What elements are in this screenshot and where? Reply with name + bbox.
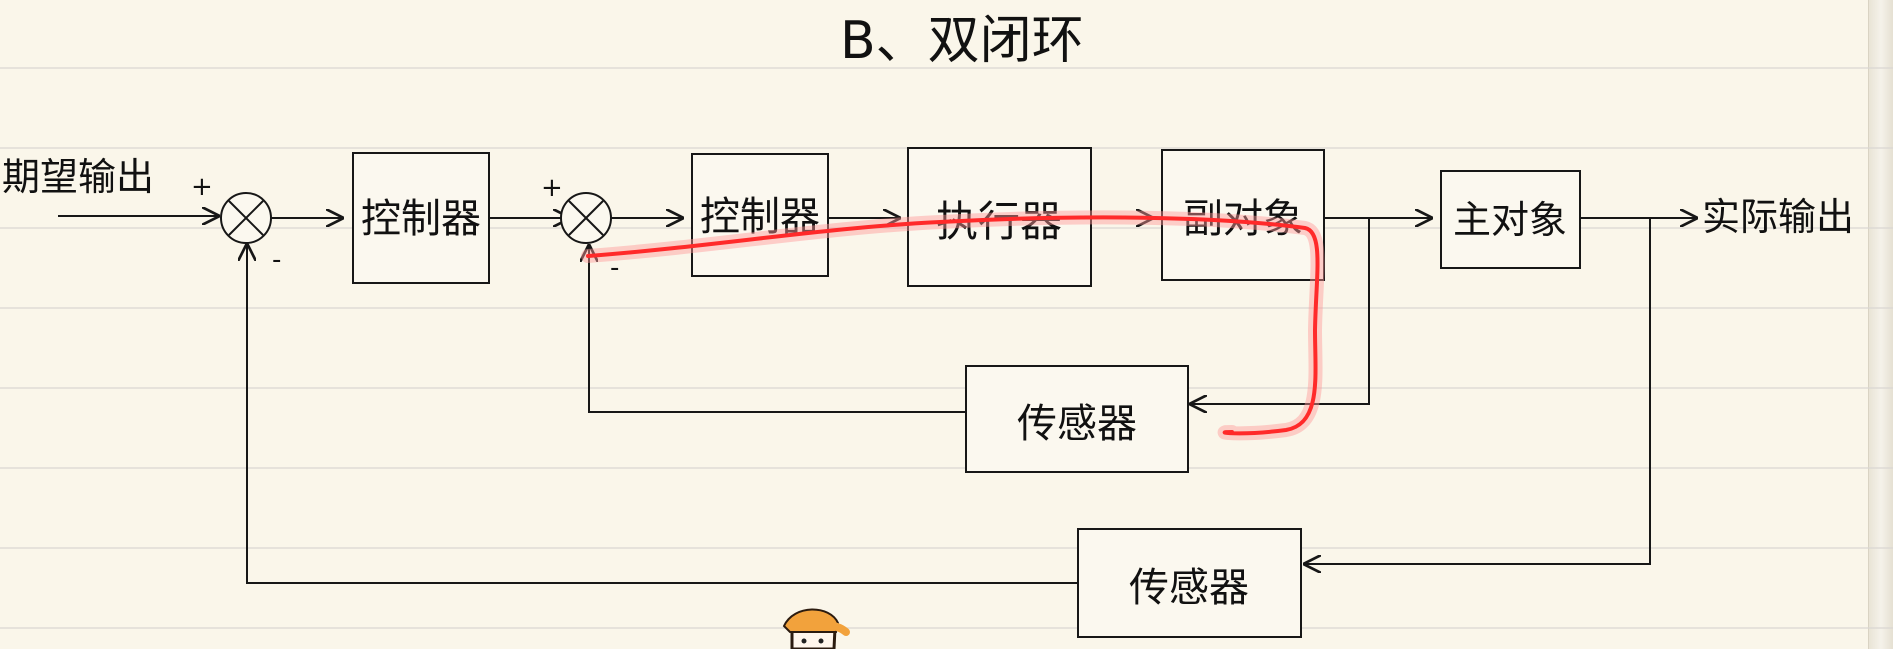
- actual-output-label: 实际输出: [1702, 195, 1854, 239]
- highlight-path: [586, 215, 1320, 436]
- outer-controller-label: 控制器: [361, 196, 481, 242]
- inner-plus-sign: +: [541, 173, 563, 203]
- outer-sum-cross: [228, 200, 264, 236]
- main-object-block: [1440, 170, 1581, 269]
- inner-feedback-return-line: [589, 246, 966, 413]
- inner-feedback-line: [1191, 218, 1370, 404]
- outer-feedback-return-line: [247, 245, 1078, 584]
- outer-summing-junction: [220, 192, 272, 244]
- outer-feedback-line: [1305, 218, 1651, 564]
- outer-minus-sign: -: [272, 245, 281, 275]
- inner-sensor-label: 传感器: [1017, 401, 1137, 447]
- mascot-corner-figure: [782, 608, 850, 649]
- outer-sensor-block: [1077, 528, 1302, 638]
- mascot-eye: [801, 638, 807, 644]
- inner-sum-cross: [568, 200, 604, 236]
- inner-minus-sign: -: [610, 253, 619, 283]
- mascot-eye: [818, 638, 824, 644]
- inner-controller-block: [691, 153, 829, 277]
- diagram-title: B、双闭环: [840, 11, 1084, 71]
- inner-summing-junction: [560, 192, 612, 244]
- mascot-hat-brim: [812, 621, 850, 636]
- desired-output-label: 期望输出: [2, 155, 154, 199]
- main-object-label: 主对象: [1453, 198, 1567, 242]
- secondary-object-block: [1161, 149, 1325, 281]
- outer-sensor-label: 传感器: [1129, 565, 1249, 611]
- page-right-margin: [1868, 0, 1893, 649]
- outer-plus-sign: +: [191, 172, 213, 202]
- inner-sensor-block: [965, 365, 1189, 473]
